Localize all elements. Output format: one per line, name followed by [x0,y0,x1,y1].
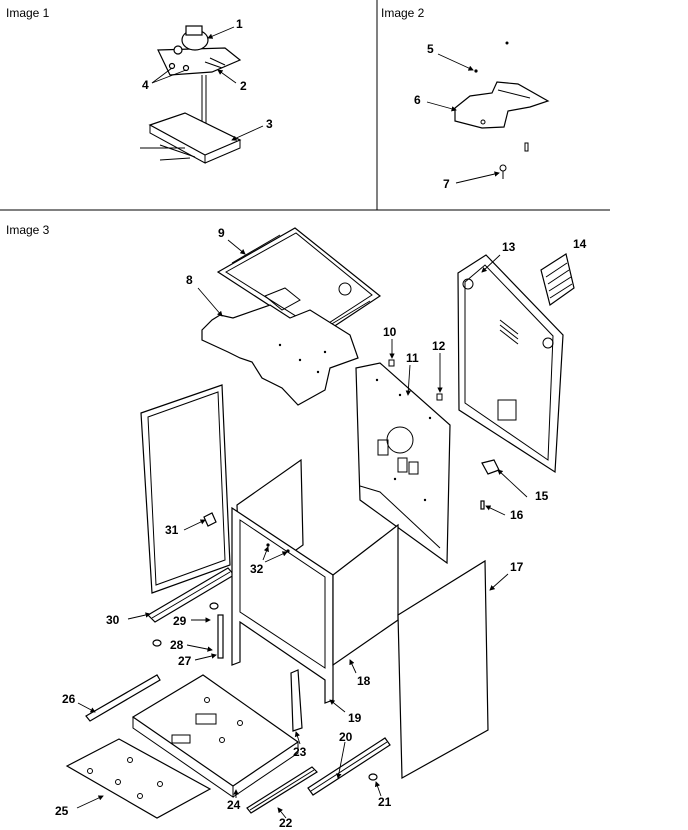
part-screw-b [182,64,190,72]
part-screw-a [168,62,176,70]
part-15-clip [481,459,500,475]
callout-22: 22 [279,816,293,830]
part-16-screw [480,500,485,510]
part-27-bracket [217,614,224,659]
callout-32: 32 [250,562,264,576]
callout-24: 24 [227,798,241,812]
callout-29: 29 [173,614,187,628]
callout-6: 6 [414,93,421,107]
callout-13: 13 [502,240,516,254]
part-heat-shield [454,81,550,129]
callout-10: 10 [383,325,397,339]
image1-assembly [140,25,242,164]
callout-5: 5 [427,42,434,56]
image3-assembly [65,227,575,819]
callout-23: 23 [293,745,307,759]
callout-labels: 1 2 3 4 5 6 7 8 9 10 11 12 13 14 15 16 1… [55,17,587,830]
callout-15: 15 [535,489,549,503]
part-26-trim [85,674,161,722]
part-11-back-panel [355,362,451,565]
callout-1: 1 [236,17,243,31]
callout-20: 20 [339,730,353,744]
callout-25: 25 [55,804,69,818]
part-21-foot [368,773,378,781]
callout-7: 7 [443,177,450,191]
image2-assembly [454,41,550,179]
callout-28: 28 [170,638,184,652]
callout-18: 18 [357,674,371,688]
part-bracket-plate [157,47,242,76]
callout-14: 14 [573,237,587,251]
callout-27: 27 [178,654,192,668]
callout-9: 9 [218,226,225,240]
part-18-right-side-panel [332,523,399,667]
part-14-vent-grille [540,253,575,306]
part-28-foot [152,639,162,647]
part-valve-top [185,25,203,36]
callout-12: 12 [432,339,446,353]
part-17-outer-side-panel [397,559,489,780]
callout-19: 19 [348,711,362,725]
callout-3: 3 [266,117,273,131]
callout-11: 11 [406,351,419,365]
part-25-bottom-plate [65,738,212,819]
part-31-clip [203,512,217,527]
part-8-support-plate [201,304,359,406]
part-13-rear-cover [457,254,564,474]
callout-21: 21 [378,795,392,809]
part-valve-knob [173,45,183,55]
part-base-plate [148,112,242,156]
panel-title-image3: Image 3 [6,223,50,237]
part-left-side-panel [140,384,231,594]
callout-31: 31 [165,523,179,537]
panel-title-image2: Image 2 [381,6,425,20]
callout-26: 26 [62,692,76,706]
callout-30: 30 [106,613,120,627]
panel-title-image1: Image 1 [6,6,50,20]
callout-2: 2 [240,79,247,93]
callout-17: 17 [510,560,524,574]
part-29-foot [209,602,219,610]
callout-16: 16 [510,508,524,522]
callout-8: 8 [186,273,193,287]
part-23-divider [290,669,303,732]
callout-4: 4 [142,78,149,92]
